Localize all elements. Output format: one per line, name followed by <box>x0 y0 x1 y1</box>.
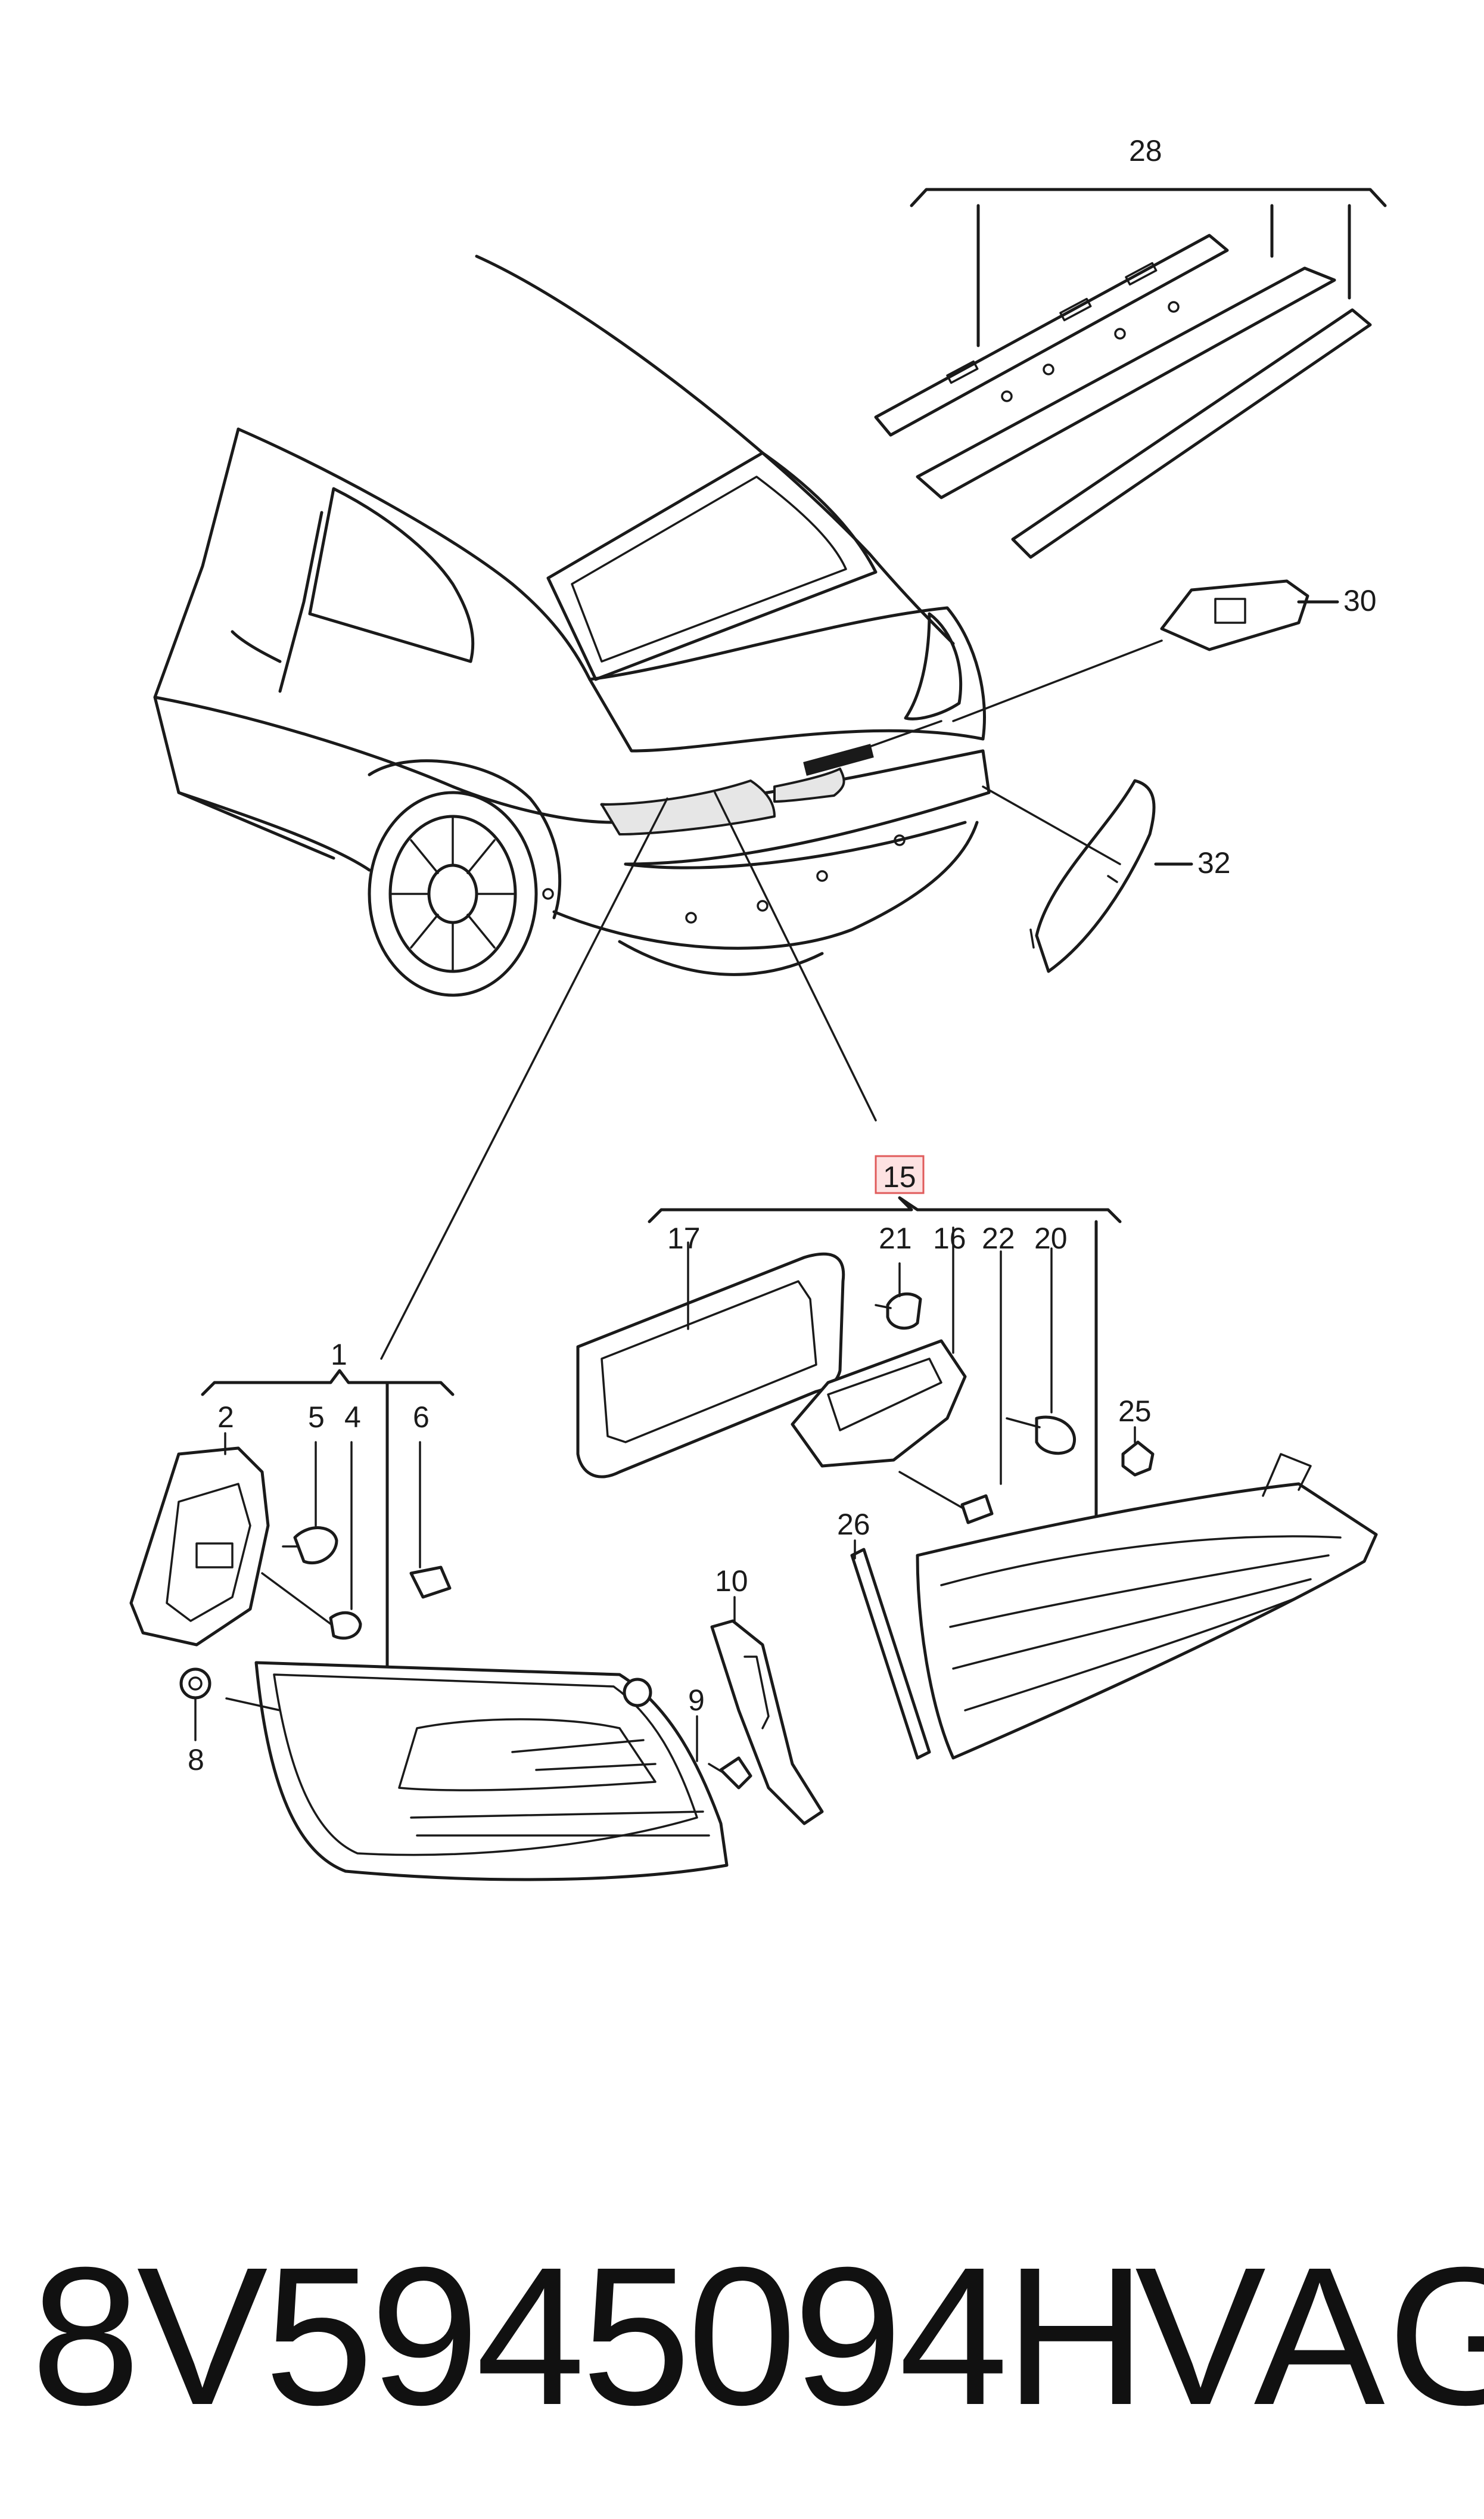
callout-15: 15 <box>883 1160 916 1194</box>
callout-30: 30 <box>1343 584 1377 617</box>
part-30-license-lamp <box>952 579 1339 722</box>
callout-26: 26 <box>837 1508 870 1541</box>
callout-25: 25 <box>1118 1394 1152 1428</box>
callout-22: 22 <box>982 1222 1015 1255</box>
callout-1: 1 <box>331 1338 347 1371</box>
leader-line-15 <box>714 791 877 1122</box>
callout-labels: 28 30 32 15 17 21 16 22 20 25 26 1 2 5 4… <box>188 134 1377 1776</box>
callout-10: 10 <box>715 1564 748 1598</box>
callout-20: 20 <box>1034 1222 1068 1255</box>
car-illustration <box>153 254 991 997</box>
callout-4: 4 <box>344 1400 361 1434</box>
callout-32: 32 <box>1197 846 1231 880</box>
callout-21: 21 <box>879 1222 912 1255</box>
callout-5: 5 <box>308 1400 325 1434</box>
part-28-trim-strips <box>874 188 1387 559</box>
assembly-15 <box>576 1155 1378 1760</box>
callout-16: 16 <box>933 1222 966 1255</box>
leader-line-28 <box>857 720 942 752</box>
assembly-1 <box>129 1369 824 1881</box>
brand-label: VAG <box>1135 2226 1484 2446</box>
callout-9: 9 <box>688 1684 705 1717</box>
leader-line-1 <box>380 797 668 1360</box>
callout-8: 8 <box>188 1743 204 1776</box>
callout-17: 17 <box>667 1222 701 1255</box>
part-number: 8V5945094H <box>31 2226 1147 2446</box>
part-32-trim-piece <box>982 779 1193 973</box>
callout-6: 6 <box>413 1400 430 1434</box>
callout-2: 2 <box>217 1400 234 1434</box>
callout-28: 28 <box>1129 134 1162 167</box>
